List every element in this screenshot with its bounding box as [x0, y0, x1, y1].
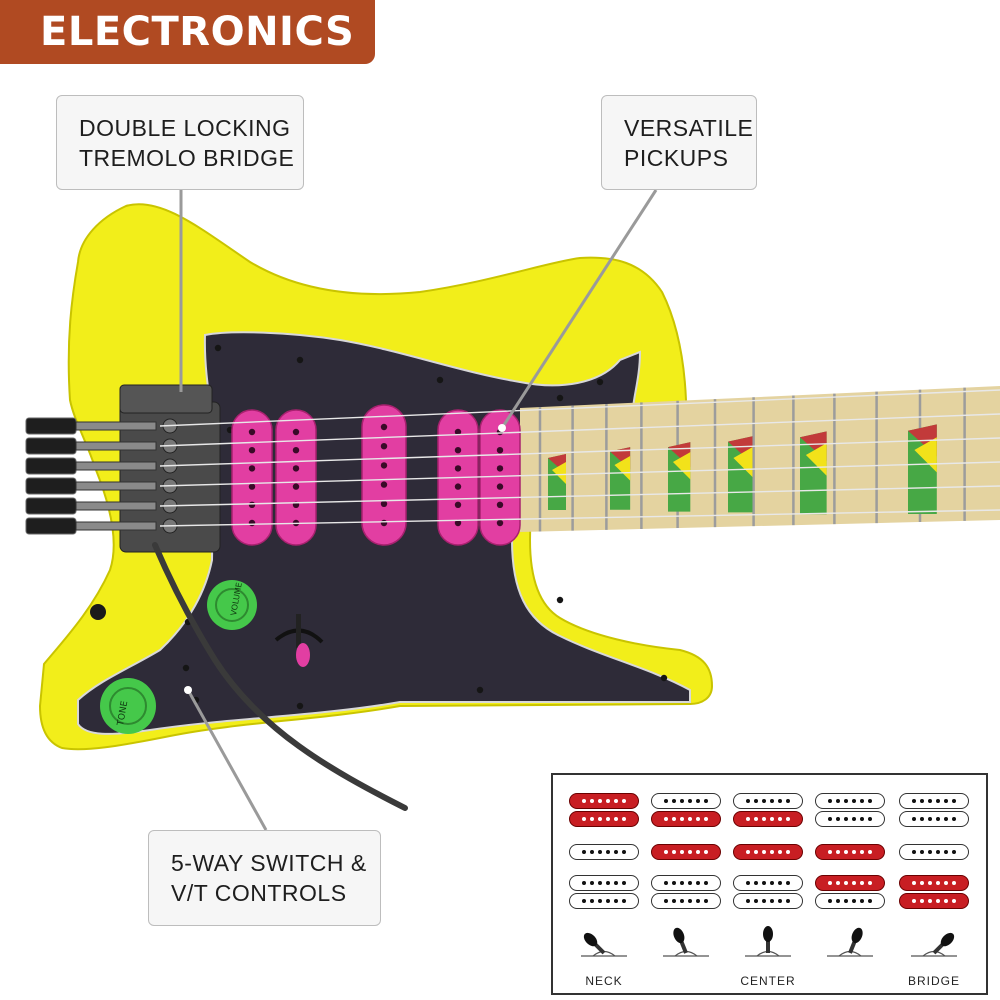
- chart-pickup-coil: [899, 844, 969, 860]
- callout-leaders: [179, 189, 658, 831]
- chart-pickup-coil: [569, 844, 639, 860]
- volume-knob: VOLUME: [207, 580, 257, 630]
- screw-icon: [660, 674, 668, 682]
- chart-pickup-coil: [899, 875, 969, 891]
- screw-icon: [476, 686, 484, 694]
- chart-pickup-coil: [815, 793, 885, 809]
- inlay: [672, 452, 691, 480]
- switch-position-icon: [663, 927, 709, 957]
- chart-pickup-coil: [569, 875, 639, 891]
- string: [159, 437, 1000, 467]
- callout-line: V/T CONTROLS: [171, 880, 347, 906]
- fine-tuner-icon: [25, 477, 77, 495]
- chart-pickup-coil: [815, 875, 885, 891]
- inlay: [614, 456, 631, 481]
- switch-position-label: CENTER: [740, 974, 796, 988]
- screw-icon: [436, 376, 444, 384]
- fine-tuner-icon: [25, 437, 77, 455]
- chart-pickup-coil: [815, 811, 885, 827]
- fine-tuners: [25, 417, 178, 535]
- tremolo-bridge: [25, 384, 221, 553]
- five-way-switch: [274, 614, 324, 667]
- chart-pickup-coil: [651, 844, 721, 860]
- pickup-coil: [361, 404, 407, 546]
- string: [159, 389, 1000, 427]
- chart-pickup-coil: [569, 793, 639, 809]
- pickup-coil: [275, 409, 317, 546]
- chart-pickup-coil: [899, 893, 969, 909]
- screw-icon: [556, 596, 564, 604]
- callout-line: TREMOLO BRIDGE: [79, 144, 295, 171]
- string: [159, 413, 1000, 447]
- fine-tuner-icon: [25, 457, 77, 475]
- chart-pickup-coil: [733, 811, 803, 827]
- chart-pickup-coil: [651, 793, 721, 809]
- callout-line: DOUBLE LOCKING: [79, 114, 291, 141]
- string: [159, 509, 1000, 527]
- tremolo-arm-icon: [152, 542, 408, 811]
- switch-position-icon: [827, 927, 873, 957]
- callout-pickups: VERSATILE PICKUPS: [601, 95, 757, 190]
- switch-position-icon: [911, 932, 957, 957]
- chart-pickup-coil: [651, 893, 721, 909]
- fine-tuner-icon: [25, 417, 77, 435]
- section-title: ELECTRONICS: [40, 9, 355, 55]
- chart-pickup-coil: [569, 893, 639, 909]
- output-jack: [90, 604, 106, 620]
- switch-position-icon: [745, 926, 791, 957]
- chart-pickup-coil: [733, 844, 803, 860]
- callout-line: PICKUPS: [624, 144, 729, 171]
- pickup-coil: [479, 409, 521, 546]
- switch-position-label: BRIDGE: [907, 974, 960, 988]
- chart-pickup-coil: [899, 811, 969, 827]
- strings: [159, 389, 1000, 527]
- tone-knob-label: TONE: [116, 700, 130, 728]
- chart-pickup-coil: [651, 811, 721, 827]
- pickups: [231, 404, 521, 546]
- neck: [520, 386, 1000, 532]
- callout-tremolo-bridge: DOUBLE LOCKING TREMOLO BRIDGE: [56, 95, 304, 190]
- screw-icon: [296, 356, 304, 364]
- section-header: ELECTRONICS: [0, 0, 375, 64]
- chart-pickup-coil: [815, 844, 885, 860]
- chart-pickup-coil: [569, 811, 639, 827]
- callout-line: VERSATILE: [624, 114, 754, 141]
- inlay: [552, 462, 566, 484]
- fine-tuner-icon: [25, 497, 77, 515]
- chart-pickup-coil: [733, 875, 803, 891]
- screw-icon: [296, 702, 304, 710]
- chart-pickup-coil: [733, 893, 803, 909]
- chart-pickup-coil: [815, 893, 885, 909]
- screw-icon: [214, 344, 222, 352]
- string: [159, 485, 1000, 507]
- fine-tuner-icon: [25, 517, 77, 535]
- switch-position-icon: [581, 932, 627, 957]
- screw-icon: [596, 378, 604, 386]
- chart-pickup-coil: [733, 793, 803, 809]
- tone-knob: TONE: [100, 678, 156, 734]
- screw-icon: [182, 664, 190, 672]
- screw-icon: [556, 394, 564, 402]
- chart-pickup-coil: [899, 793, 969, 809]
- pickup-selector-chart: NECK CENTER BRIDGE: [551, 773, 988, 995]
- string: [159, 461, 1000, 487]
- pickup-coil: [231, 409, 273, 546]
- callout-line: 5-WAY SWITCH &: [171, 850, 367, 876]
- switch-position-label: NECK: [585, 974, 623, 988]
- callout-switch-controls: 5-WAY SWITCH & V/T CONTROLS: [148, 830, 381, 926]
- chart-pickup-coil: [651, 875, 721, 891]
